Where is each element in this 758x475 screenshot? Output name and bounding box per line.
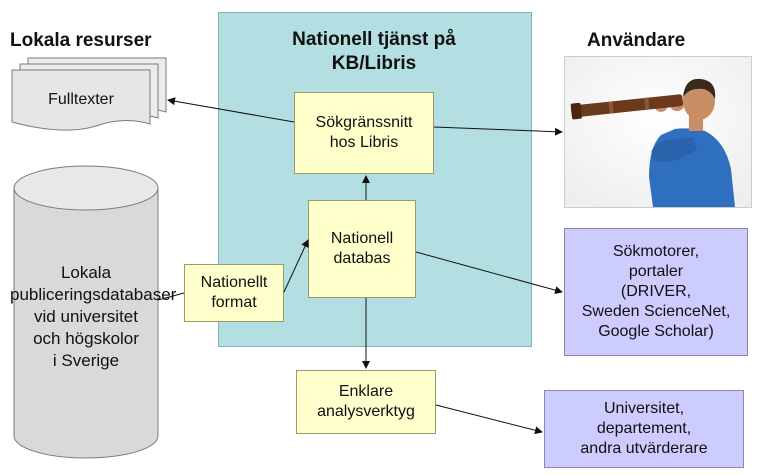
sokgranssnitt-box: Sökgränssnitt hos Libris	[294, 92, 434, 174]
heading-national-service: Nationell tjänst på KB/Libris	[292, 29, 456, 74]
fulltexter-label: Fulltexter	[48, 91, 114, 108]
arrow-to-fulltexter	[167, 97, 295, 123]
nationell-databas-box: Nationell databas	[308, 200, 416, 298]
arrow-to-universitet	[435, 404, 543, 435]
heading-users: Användare	[587, 30, 686, 51]
user-photo	[564, 56, 752, 208]
arrow-format-to-databas	[283, 239, 309, 293]
universitet-box: Universitet, departement, andra utvärder…	[544, 390, 744, 468]
sokmotorer-box: Sökmotorer, portaler (DRIVER, Sweden Sci…	[564, 228, 748, 356]
arrow-to-sokmotorer	[415, 251, 563, 295]
person-with-telescope-icon	[565, 57, 751, 207]
enklare-analysverktyg-box: Enklare analysverktyg	[296, 370, 436, 434]
local-database-label: Lokala publiceringsdatabaser vid univers…	[10, 263, 177, 370]
connector-db-to-format	[157, 292, 185, 301]
heading-local-resources: Lokala resurser	[10, 30, 152, 51]
nationellt-format-box: Nationellt format	[184, 264, 284, 322]
arrow-to-users	[433, 126, 563, 136]
